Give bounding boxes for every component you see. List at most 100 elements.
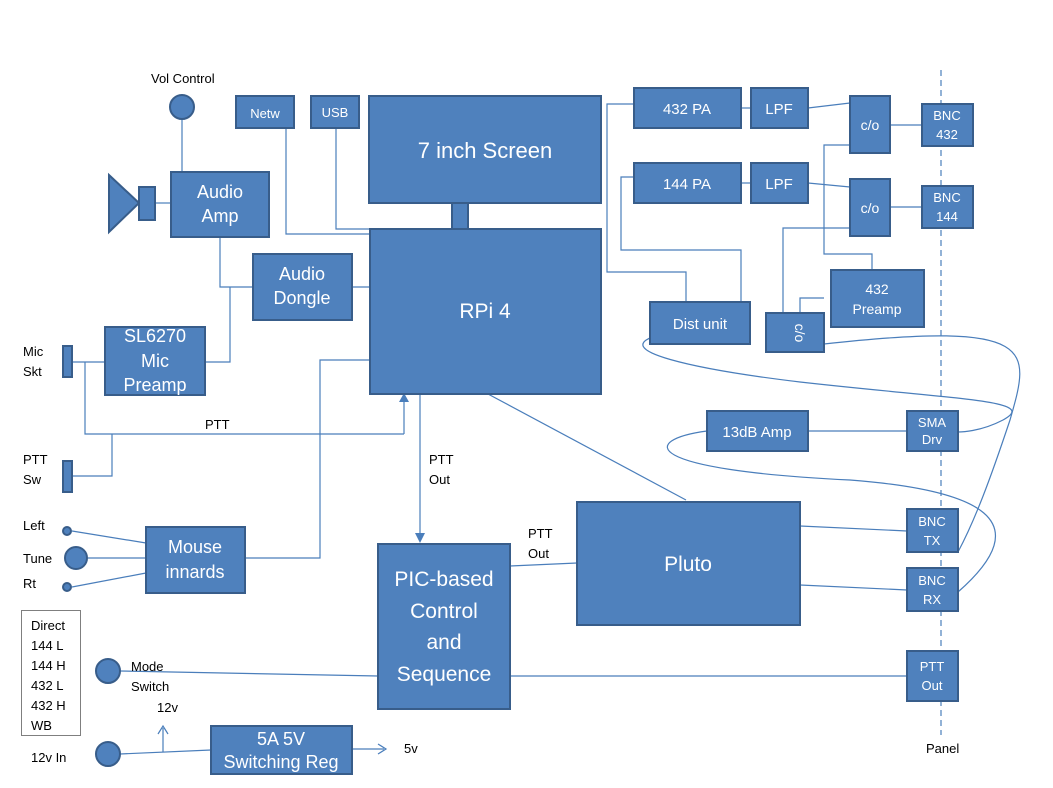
ptt-switch-icon (62, 460, 73, 493)
left-button-icon (62, 526, 72, 536)
mic-preamp-block (104, 326, 206, 396)
bnc-432-block (921, 103, 974, 147)
mic-skt-label-2: Skt (23, 364, 42, 379)
speaker-body-icon (138, 186, 156, 221)
co-1-block (849, 95, 891, 154)
bnc-rx-label-2: RX (923, 592, 941, 607)
mode-switch-knob-icon (95, 658, 121, 684)
bnc-tx-label-2: TX (924, 533, 941, 548)
usb-block (310, 95, 360, 129)
12v-in-label: 12v In (31, 750, 66, 765)
connectors (62, 94, 195, 767)
pic-label-2: Control (410, 600, 478, 623)
audio-amp-label-2: Amp (201, 206, 238, 226)
mic-skt-label-1: Mic (23, 344, 44, 359)
co-2-block (849, 178, 891, 237)
ptt-out-label-pic-2: Out (528, 546, 549, 561)
lpf-2-block (750, 162, 809, 204)
rt-label: Rt (23, 576, 36, 591)
audio-amp-block (170, 171, 270, 238)
ptt-out-label-rpi-2: Out (429, 472, 450, 487)
ptt-sw-label-2: Sw (23, 472, 42, 487)
screen-connector (451, 202, 469, 230)
panel-label: Panel (926, 741, 959, 756)
mode-switch-label-1: Mode (131, 659, 164, 674)
mouse-label-1: Mouse (168, 537, 222, 557)
netw-label: Netw (250, 106, 280, 121)
rpi-label: RPi 4 (459, 300, 511, 323)
amp-13db-block (706, 410, 809, 452)
mode-list-item: Direct (31, 618, 65, 633)
bnc-144-block (921, 185, 974, 229)
labels: Vol Control Mic Skt PTT Sw Left Tune Rt … (23, 71, 959, 765)
dist-unit-label: Dist unit (673, 316, 728, 333)
mode-list: Direct 144 L 144 H 432 L 432 H WB (21, 610, 81, 736)
screen-label: 7 inch Screen (418, 138, 553, 163)
vol-control-knob-icon (169, 94, 195, 120)
wires (71, 70, 1021, 755)
vol-control-label: Vol Control (151, 71, 215, 86)
power-in-jack-icon (95, 741, 121, 767)
pa-144-block (633, 162, 742, 204)
ptt-line-label: PTT (205, 417, 230, 432)
mode-list-item: 432 L (31, 678, 64, 693)
bnc-rx-block (906, 567, 959, 612)
usb-label: USB (322, 105, 349, 120)
rpi-block (369, 228, 602, 395)
mic-socket-icon (62, 345, 73, 378)
lpf-1-block (750, 87, 809, 129)
mode-list-item: WB (31, 718, 52, 733)
audio-dongle-label-1: Audio (279, 264, 325, 284)
audio-dongle-block (252, 253, 353, 321)
amp-13db-label: 13dB Amp (722, 424, 791, 441)
sma-drv-label-1: SMA (918, 415, 947, 430)
right-button-icon (62, 582, 72, 592)
mode-switch-label-2: Switch (131, 679, 169, 694)
blocks: Netw USB 7 inch Screen RPi 4 Audio Amp A… (104, 87, 974, 775)
pluto-block (576, 501, 801, 626)
ptt-out-conn-label-1: PTT (920, 659, 945, 674)
switching-reg-block (210, 725, 353, 775)
pic-label-1: PIC-based (394, 568, 493, 591)
12v-label: 12v (157, 700, 178, 715)
left-label: Left (23, 518, 45, 533)
mode-list-item: 432 H (31, 698, 66, 713)
mouse-innards-block (145, 526, 246, 594)
mic-preamp-label-2: Mic (141, 351, 169, 371)
pic-label-3: and (426, 631, 461, 654)
bnc-432-label-2: 432 (936, 127, 958, 142)
lpf-1-label: LPF (765, 101, 793, 118)
speaker-cone-icon (108, 172, 141, 235)
sma-drv-label-2: Drv (922, 432, 943, 447)
mouse-label-2: innards (165, 562, 224, 582)
bnc-144-label-2: 144 (936, 209, 958, 224)
reg-label-2: Switching Reg (223, 752, 338, 772)
ptt-out-label-rpi-1: PTT (429, 452, 454, 467)
preamp-432-block (830, 269, 925, 328)
ptt-out-conn-label-2: Out (922, 678, 943, 693)
bnc-432-label-1: BNC (933, 108, 960, 123)
ptt-sw-label-1: PTT (23, 452, 48, 467)
co-3-block (765, 312, 825, 353)
lpf-2-label: LPF (765, 176, 793, 193)
audio-dongle-label-2: Dongle (273, 288, 330, 308)
pic-label-4: Sequence (397, 663, 492, 686)
pic-control-block (377, 543, 511, 710)
ptt-out-connector-block (906, 650, 959, 702)
bnc-144-label-1: BNC (933, 190, 960, 205)
screen-block (368, 95, 602, 204)
netw-block (235, 95, 295, 129)
sma-drv-block (906, 410, 959, 452)
bnc-tx-label-1: BNC (918, 514, 945, 529)
mic-preamp-label-3: Preamp (123, 375, 186, 395)
co-3-label: c/o (792, 324, 808, 343)
preamp-432-label-2: Preamp (852, 301, 901, 317)
pa-144-label: 144 PA (663, 176, 711, 193)
tune-label: Tune (23, 551, 52, 566)
preamp-432-label-1: 432 (865, 281, 889, 297)
mic-preamp-label-1: SL6270 (124, 326, 186, 346)
bnc-rx-label-1: BNC (918, 573, 945, 588)
mode-list-item: 144 H (31, 658, 66, 673)
ptt-out-label-pic-1: PTT (528, 526, 553, 541)
